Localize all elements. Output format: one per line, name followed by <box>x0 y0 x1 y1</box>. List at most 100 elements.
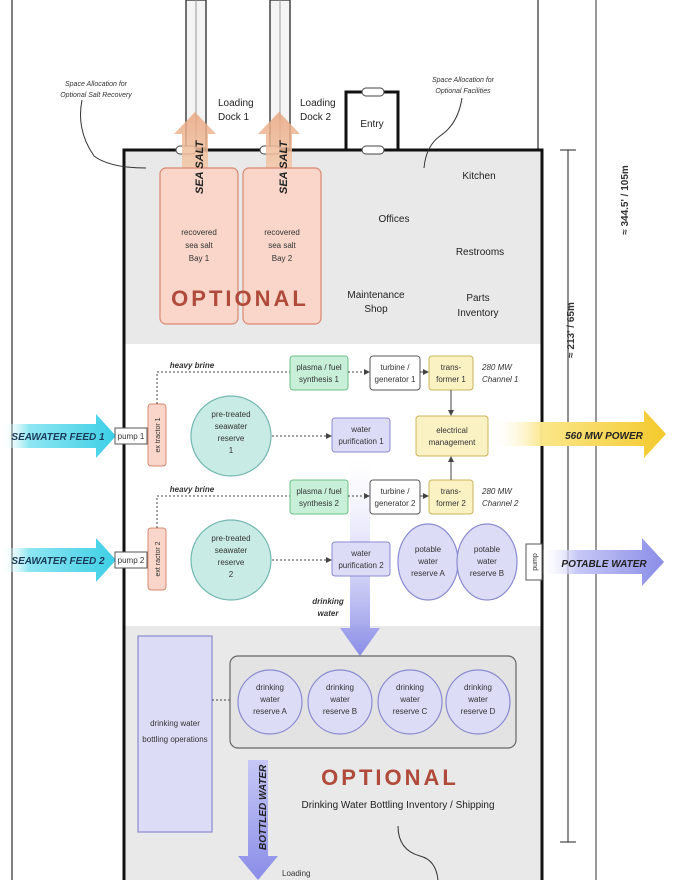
salt-note-leader <box>80 99 147 169</box>
seawater-feed-2-arrow <box>0 538 116 582</box>
bottling-line1: drinking water <box>150 719 200 728</box>
turbine-2-line2: generator 2 <box>375 499 416 508</box>
bay-1-line1: recovered <box>181 228 217 237</box>
maintenance-label-line1: Maintenance <box>347 290 405 301</box>
drinking-d-line2: water <box>467 695 488 704</box>
plasma-1-line1: plasma / fuel <box>296 363 342 372</box>
turbine-1-line1: turbine / <box>381 363 411 372</box>
inner-height-dimension <box>560 149 576 843</box>
salt-recovery-note-line1: Space Allocation for <box>65 81 128 88</box>
bottom-loading-label: Loading <box>282 869 310 878</box>
seawater-feed-1-arrow <box>0 414 116 458</box>
sea-salt-label-2: SEA SALT <box>278 140 290 194</box>
facilities-note-leader <box>423 97 463 169</box>
building-outline <box>122 148 544 880</box>
plasma-1-arrowhead <box>364 369 370 375</box>
purification-2-line2: purification 2 <box>338 561 384 570</box>
potable-a-line1: potable <box>415 545 442 554</box>
bay-2-line3: Bay 2 <box>272 254 293 263</box>
transformer-1 <box>428 355 474 391</box>
facilities-note-line2: Optional Facilities <box>435 88 491 95</box>
potable-water-arrow <box>540 538 664 586</box>
channel-1-line1: 280 MW <box>481 363 513 372</box>
pump-1-label: pump 1 <box>118 432 145 441</box>
heavy-brine-line-2 <box>156 495 290 528</box>
caption-leader-line <box>397 825 439 881</box>
bottled-water-label: BOTTLED WATER <box>258 764 269 850</box>
potable-b-line1: potable <box>474 545 501 554</box>
reserve-2-line3: reserve <box>218 558 245 567</box>
optional-bottling-label: OPTIONAL <box>321 765 459 790</box>
bottling-caption: Drinking Water Bottling Inventory / Ship… <box>301 800 494 811</box>
reserve-2-arrowhead <box>326 557 332 563</box>
drinking-b-line1: drinking <box>326 683 354 692</box>
bottling-line2: bottling operations <box>142 735 207 744</box>
potable-b-line3: reserve B <box>470 569 504 578</box>
potable-b-line2: water <box>476 557 497 566</box>
water-purification-1 <box>331 417 391 453</box>
heavy-brine-label-1: heavy brine <box>170 361 215 370</box>
power-output-label: 560 MW POWER <box>565 431 644 442</box>
turbine-2-arrowhead <box>423 493 429 499</box>
plasma-2-arrowhead <box>364 493 370 499</box>
entry-vestibule <box>344 87 400 155</box>
heavy-brine-line-1 <box>156 371 290 404</box>
dock-1-label-line1: Loading <box>218 98 254 109</box>
restrooms-label: Restrooms <box>456 247 504 258</box>
pump-1 <box>114 427 148 445</box>
reserve-1-line2: seawater <box>215 422 248 431</box>
drinking-a-line2: water <box>259 695 280 704</box>
plasma-synthesis-1 <box>289 355 349 391</box>
water-purification-2 <box>331 541 391 577</box>
transformer-1-line1: trans- <box>441 363 462 372</box>
potable-water-label: POTABLE WATER <box>561 559 647 570</box>
sea-salt-arrow-1 <box>174 112 216 168</box>
reserve-2-line2: seawater <box>215 546 248 555</box>
bottling-operations-area <box>137 635 213 833</box>
turbine-1-line2: generator 1 <box>375 375 416 384</box>
drinking-water-reserves-enclosure <box>229 655 517 749</box>
reserve-1-line3: reserve <box>218 434 245 443</box>
channel-1-line2: Channel 1 <box>482 375 518 384</box>
transformer-2-up-arrowhead <box>448 456 454 462</box>
transformer-2 <box>428 479 474 515</box>
channel-2-line2: Channel 2 <box>482 499 519 508</box>
seawater-feed-2-label: SEAWATER FEED 2 <box>11 556 105 567</box>
salt-bay-2 <box>242 167 322 325</box>
salt-recovery-note-line2: Optional Salt Recovery <box>60 92 132 99</box>
power-output-arrow <box>490 410 666 458</box>
channel-2-line1: 280 MW <box>481 487 513 496</box>
drinking-water-label-line1: drinking <box>312 597 344 606</box>
potable-a-line3: reserve A <box>411 569 445 578</box>
seawater-feed-1-label: SEAWATER FEED 1 <box>11 432 105 443</box>
bay-2-line2: sea salt <box>268 241 296 250</box>
potable-reserve-b <box>456 523 518 601</box>
dock-2-label-line1: Loading <box>300 98 336 109</box>
transformer-1-line2: former 1 <box>436 375 466 384</box>
reserve-2-line4: 2 <box>229 570 234 579</box>
plasma-synthesis-2 <box>289 479 349 515</box>
extractor-2-label: ext ractor 2 <box>155 541 162 576</box>
drinking-a-line1: drinking <box>256 683 284 692</box>
potable-a-line2: water <box>417 557 438 566</box>
turbine-1-arrowhead <box>423 369 429 375</box>
transformer-2-line2: former 2 <box>436 499 466 508</box>
drinking-c-line3: reserve C <box>393 707 428 716</box>
turbine-2-line1: turbine / <box>381 487 411 496</box>
electrical-line2: management <box>429 438 476 447</box>
drinking-d-line1: drinking <box>464 683 492 692</box>
transformer-1-down-arrowhead <box>448 410 454 416</box>
parts-label-line1: Parts <box>466 293 489 304</box>
bay-1-line2: sea salt <box>185 241 213 250</box>
bay-2-line1: recovered <box>264 228 300 237</box>
potable-output-pump <box>525 543 543 581</box>
heavy-brine-label-2: heavy brine <box>170 485 215 494</box>
pump-2-label: pump 2 <box>118 556 145 565</box>
electrical-management <box>415 415 489 457</box>
turbine-generator-2 <box>369 479 421 515</box>
drinking-reserve-a <box>237 669 303 735</box>
kitchen-label: Kitchen <box>462 171 495 182</box>
bottled-water-arrow <box>238 760 278 880</box>
pump-2 <box>114 551 148 569</box>
